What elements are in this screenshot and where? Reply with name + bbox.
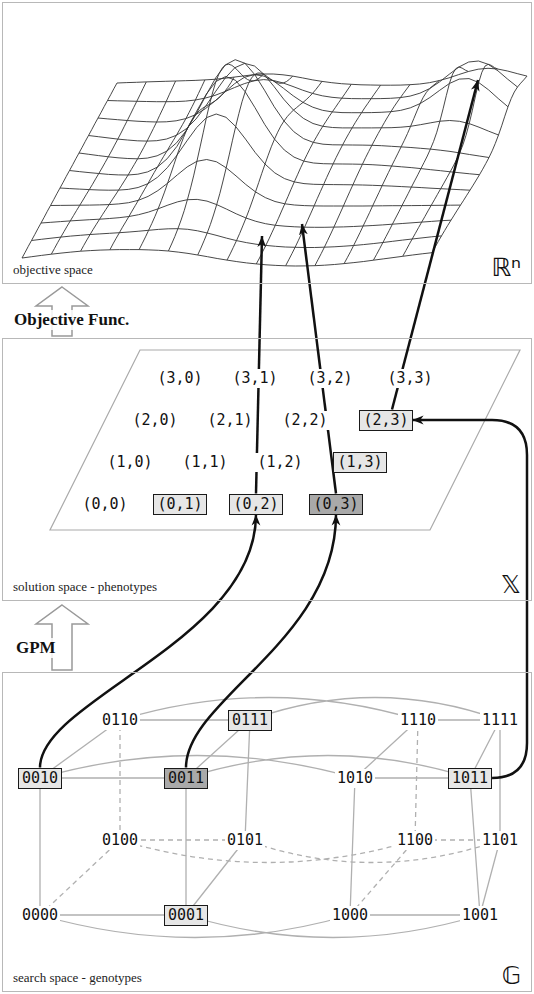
panel-caption: objective space bbox=[11, 262, 95, 278]
objective-arrow bbox=[392, 80, 478, 410]
mapping-connector bbox=[40, 515, 256, 768]
genotype-label: 1110 bbox=[398, 711, 438, 730]
phenotype-label: (3,0) bbox=[155, 369, 204, 388]
panel-caption: search space - genotypes bbox=[11, 970, 144, 986]
space-symbol: 𝔾 bbox=[500, 962, 523, 990]
objective-arrow bbox=[302, 224, 336, 494]
phenotype-box: (0,3) bbox=[309, 494, 362, 515]
phenotype-label: (3,3) bbox=[385, 369, 434, 388]
phenotype-label: (2,0) bbox=[130, 411, 179, 430]
genotype-label: 0110 bbox=[100, 711, 140, 730]
panel-caption: solution space - phenotypes bbox=[11, 579, 159, 595]
genotype-label: 1000 bbox=[330, 906, 370, 925]
genotype-label: 1111 bbox=[480, 711, 520, 730]
space-symbol: ℝⁿ bbox=[489, 254, 523, 282]
mapping-block-arrow bbox=[36, 287, 88, 670]
box-text: (0,2) bbox=[233, 495, 278, 513]
box-text: 0011 bbox=[168, 769, 204, 787]
genotype-label: 1101 bbox=[480, 831, 520, 850]
mapping-label: Objective Func. bbox=[12, 310, 131, 330]
phenotype-box: (1,3) bbox=[333, 452, 386, 473]
phenotype-box: (0,1) bbox=[153, 494, 206, 515]
mapping-connector bbox=[186, 515, 336, 768]
genotype-box: 0010 bbox=[18, 768, 62, 789]
objective-landscape bbox=[22, 60, 527, 266]
space-panel: search space - genotypes 𝔾 0111 0010 0011 101… bbox=[2, 672, 532, 992]
box-text: (2,3) bbox=[363, 411, 408, 429]
space-panel: objective space ℝⁿ bbox=[2, 2, 532, 284]
genotype-label: 0000 bbox=[20, 906, 60, 925]
genotype-label: 0101 bbox=[225, 831, 265, 850]
phenotype-label: (3,1) bbox=[230, 369, 279, 388]
genotype-box: 0111 bbox=[228, 710, 272, 731]
box-text: (1,3) bbox=[337, 453, 382, 471]
space-symbol: 𝕏 bbox=[499, 571, 523, 599]
phenotype-box: (2,3) bbox=[359, 410, 412, 431]
phenotype-label: (3,2) bbox=[305, 369, 354, 388]
box-text: 1011 bbox=[452, 769, 488, 787]
solution-plane bbox=[50, 350, 520, 530]
mapping-label: GPM bbox=[14, 638, 58, 658]
genotype-label: 1010 bbox=[335, 769, 375, 788]
genotype-label: 1100 bbox=[395, 831, 435, 850]
phenotype-box: (0,2) bbox=[229, 494, 282, 515]
genotype-box: 1011 bbox=[448, 768, 492, 789]
box-text: 0001 bbox=[168, 906, 204, 924]
genotype-label: 0100 bbox=[100, 831, 140, 850]
box-text: 0111 bbox=[232, 711, 268, 729]
genotype-label: 1001 bbox=[460, 906, 500, 925]
box-text: (0,1) bbox=[157, 495, 202, 513]
hypercube bbox=[40, 698, 500, 938]
phenotype-label: (2,2) bbox=[280, 411, 329, 430]
phenotype-label: (0,0) bbox=[80, 495, 129, 514]
box-text: 0010 bbox=[22, 769, 58, 787]
genotype-box: 0011 bbox=[164, 768, 208, 789]
phenotype-label: (1,2) bbox=[255, 453, 304, 472]
phenotype-label: (1,0) bbox=[105, 453, 154, 472]
box-text: (0,3) bbox=[313, 495, 358, 513]
phenotype-label: (1,1) bbox=[180, 453, 229, 472]
genotype-box: 0001 bbox=[164, 905, 208, 926]
phenotype-label: (2,1) bbox=[205, 411, 254, 430]
